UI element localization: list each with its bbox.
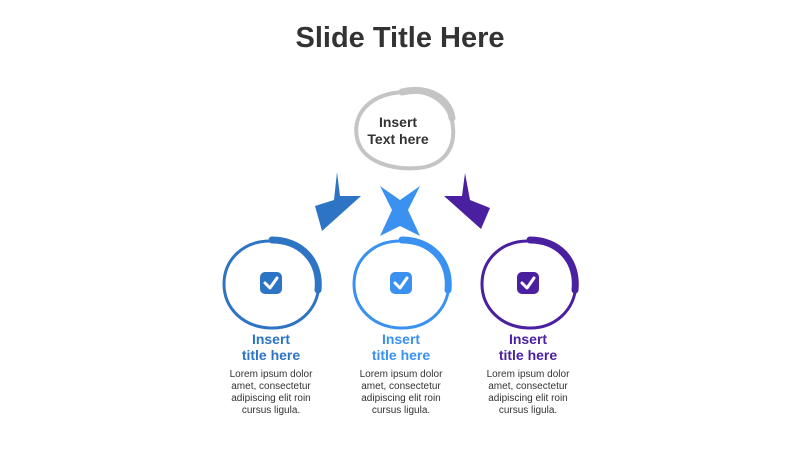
item-title-line2: title here: [498, 347, 558, 363]
item-body-line: adipiscing elit roin: [488, 393, 568, 404]
item-body: Lorem ipsum dolor amet, consectetur adip…: [211, 369, 331, 417]
item-title: Insert title here: [211, 331, 331, 363]
center-text: Insert Text here: [353, 114, 443, 148]
item-title-line1: Insert: [251, 331, 291, 347]
check-icon: [390, 272, 412, 294]
item-title: Insert title here: [468, 331, 588, 363]
item-title-line2: title here: [371, 347, 431, 363]
item-body-line: Lorem ipsum dolor: [486, 369, 570, 380]
arrow-right-icon: [444, 173, 490, 229]
item-body-line: adipiscing elit roin: [231, 393, 311, 404]
item-body: Lorem ipsum dolor amet, consectetur adip…: [468, 369, 588, 417]
item-title-line2: title here: [241, 347, 301, 363]
item-body-line: adipiscing elit roin: [361, 393, 441, 404]
item-body-line: cursus ligula.: [371, 405, 431, 416]
slide-title: Slide Title Here: [295, 22, 505, 54]
item-title-line1: Insert: [508, 331, 548, 347]
item-middle: Insert title here Lorem ipsum dolor amet…: [341, 331, 461, 417]
circle-middle: [352, 236, 452, 330]
center-text-line1: Insert: [378, 114, 418, 130]
arrow-left-icon: [315, 172, 361, 231]
item-left: Insert title here Lorem ipsum dolor amet…: [211, 331, 331, 417]
center-text-line2: Text here: [367, 131, 429, 147]
item-title: Insert title here: [341, 331, 461, 363]
item-body-line: cursus ligula.: [241, 405, 301, 416]
check-icon: [517, 272, 539, 294]
item-body-line: amet, consectetur: [231, 381, 311, 392]
check-icon: [260, 272, 282, 294]
arrow-middle-icon: [380, 186, 420, 236]
center-circle: [354, 87, 456, 171]
item-body-line: amet, consectetur: [361, 381, 441, 392]
item-body-line: Lorem ipsum dolor: [359, 369, 443, 380]
item-right: Insert title here Lorem ipsum dolor amet…: [468, 331, 588, 417]
item-body-line: amet, consectetur: [488, 381, 568, 392]
circle-left: [222, 236, 322, 330]
item-body-line: cursus ligula.: [498, 405, 558, 416]
item-title-line1: Insert: [381, 331, 421, 347]
item-body-line: Lorem ipsum dolor: [229, 369, 313, 380]
circle-right: [480, 236, 579, 330]
item-body: Lorem ipsum dolor amet, consectetur adip…: [341, 369, 461, 417]
